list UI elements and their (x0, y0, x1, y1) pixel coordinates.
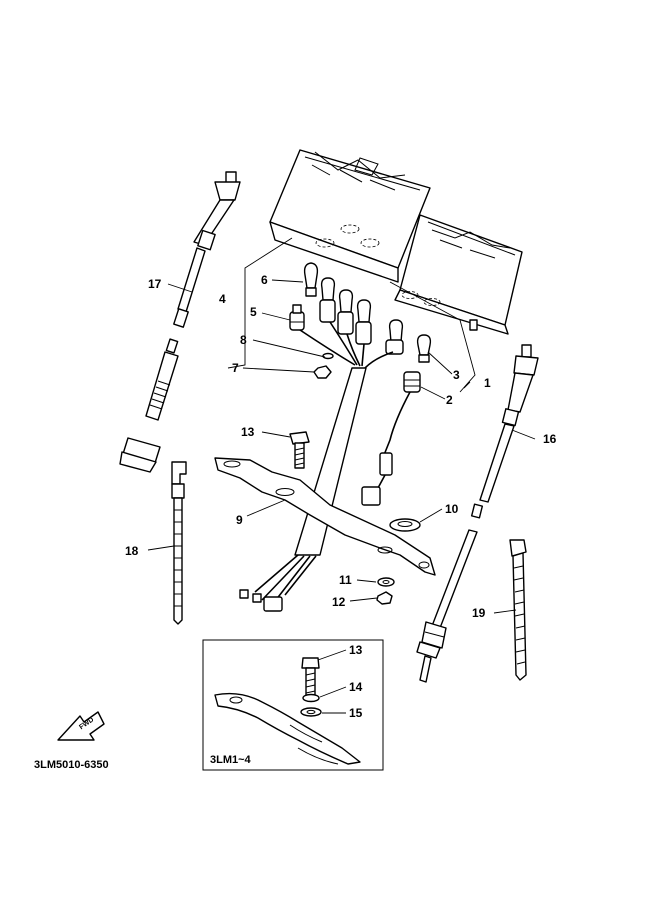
callout-12: 12 (332, 595, 346, 609)
bolt-13 (289, 431, 310, 469)
fwd-arrow-icon: FWD (57, 711, 105, 741)
callout-13: 13 (241, 425, 255, 439)
callout-8: 8 (240, 333, 247, 347)
nut-12 (376, 591, 393, 605)
callout-2: 2 (446, 393, 453, 407)
indicator-socket-row (319, 277, 404, 355)
bulb-socket-group (289, 262, 432, 393)
inset-bolt-13 (301, 657, 320, 697)
callout-6: 6 (261, 273, 268, 287)
callout-18: 18 (125, 544, 139, 558)
cable-tie-19 (509, 539, 527, 681)
callout-19: 19 (472, 606, 486, 620)
callout-11: 11 (339, 573, 352, 587)
inset-callout-14: 14 (349, 680, 363, 694)
inset-callout-13: 13 (349, 643, 363, 657)
inset-washer-15 (300, 707, 322, 717)
callout-4: 4 (219, 292, 226, 306)
drawing-code: 3LM5010-6350 (34, 759, 109, 771)
callout-10: 10 (445, 502, 459, 516)
inset-bracket (214, 692, 361, 765)
callout-7: 7 (232, 361, 239, 375)
tachometer-assembly (394, 214, 523, 335)
leader-lines (147, 279, 536, 614)
callout-3: 3 (453, 368, 460, 382)
nut-7 (313, 365, 332, 379)
washer-8 (322, 352, 334, 360)
grommet-10 (389, 518, 421, 532)
callout-16: 16 (543, 432, 557, 446)
callout-labels: 1 2 3 4 5 6 7 8 9 10 11 12 13 16 17 18 1… (125, 273, 557, 620)
tachometer-cable-16 (416, 344, 539, 683)
inset-callout-15: 15 (349, 706, 363, 720)
speedometer-cable-17 (119, 171, 241, 473)
inset-label: 3LM1~4 (210, 754, 252, 766)
inset-3lm1-4: 13 14 15 3LM1~4 (202, 639, 384, 771)
callout-17: 17 (148, 277, 162, 291)
callout-1: 1 (484, 376, 491, 390)
socket-5 (289, 304, 305, 331)
callout-9: 9 (236, 513, 243, 527)
socket-2 (403, 371, 421, 393)
speedometer-assembly (269, 149, 431, 283)
bulb-3 (416, 334, 432, 363)
inset-leader-lines (317, 649, 347, 714)
assembly-bracket-lines (227, 237, 476, 393)
wire-harness (239, 321, 411, 612)
inset-washer-14 (302, 693, 320, 703)
bulb-6 (303, 262, 319, 297)
meter-bracket-9 (214, 457, 436, 576)
callout-5: 5 (250, 305, 257, 319)
cable-tie-18 (171, 461, 187, 625)
washer-11 (377, 577, 395, 587)
